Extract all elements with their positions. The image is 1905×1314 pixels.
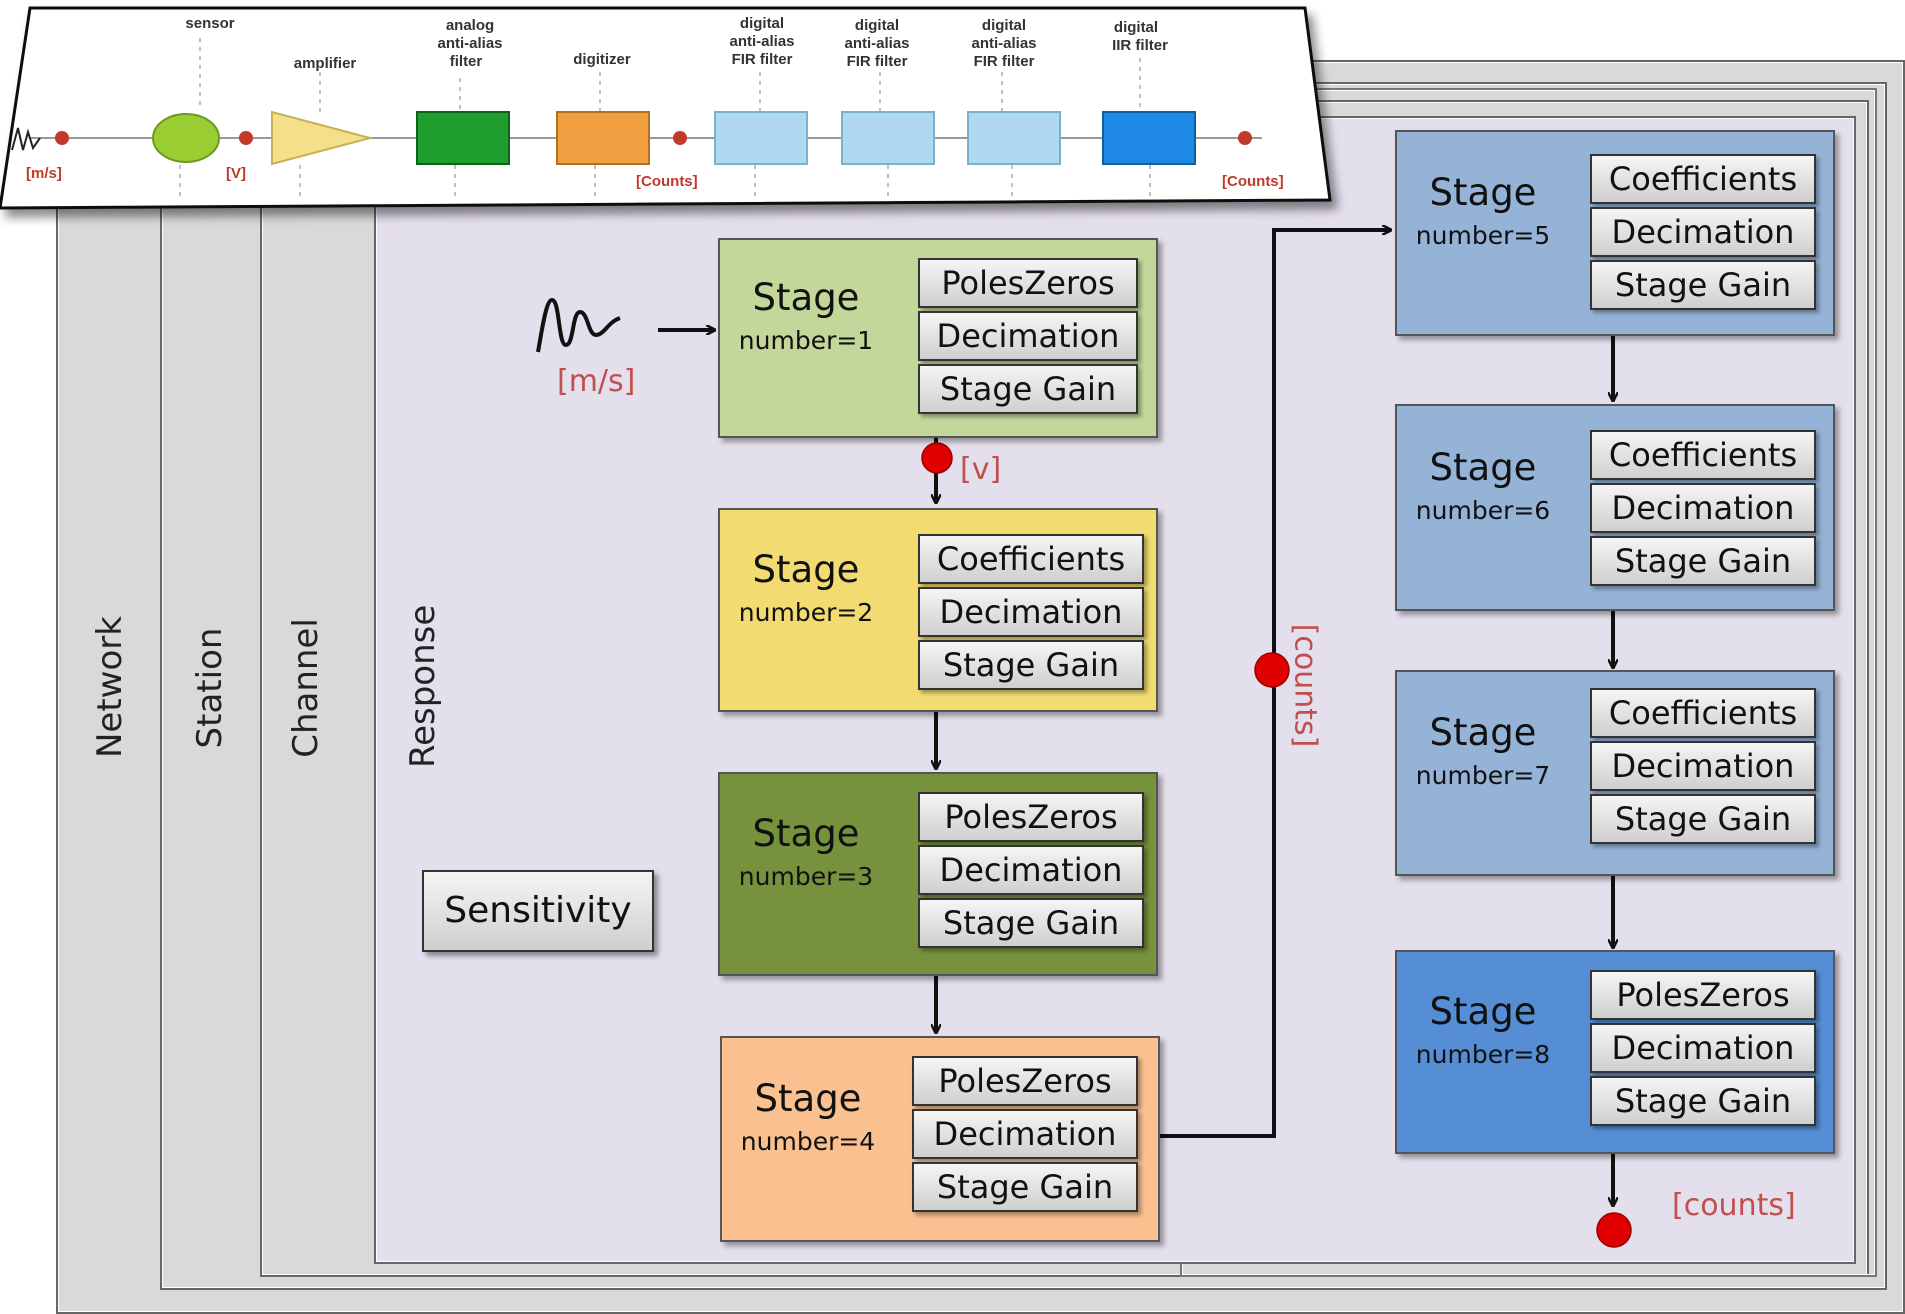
stage-3-stage-gain-block: Stage Gain xyxy=(918,898,1144,948)
stage-7-coefficients-block: Coefficients xyxy=(1590,688,1816,738)
stage-8-stage-gain-block: Stage Gain xyxy=(1590,1076,1816,1126)
node-counts-digitizer xyxy=(1254,652,1290,688)
input-waveform-icon xyxy=(536,297,621,353)
stage-2-title: Stage xyxy=(752,548,860,591)
unit-input: [m/s] xyxy=(557,364,636,399)
stage-3-decimation-block: Decimation xyxy=(918,845,1144,895)
pipeline-label-fir1-3: FIR filter xyxy=(732,51,793,68)
stage-1-stage-gain-block: Stage Gain xyxy=(918,364,1138,414)
pipeline-label-fir2-2: anti-alias xyxy=(844,35,909,52)
pipeline-label-analog-3: filter xyxy=(450,53,483,70)
stage-7-stage-gain-block: Stage Gain xyxy=(1590,794,1816,844)
stage-6-decimation-block: Decimation xyxy=(1590,483,1816,533)
stage-2-number: number=2 xyxy=(738,598,874,627)
stage-5-decimation-block: Decimation xyxy=(1590,207,1816,257)
pipeline-node-volts xyxy=(239,131,253,145)
stage-8-number: number=8 xyxy=(1415,1040,1551,1069)
pipeline-iir xyxy=(1102,111,1196,165)
stage-4-poleszeros-block: PolesZeros xyxy=(912,1056,1138,1106)
stage-2-coefficients-block: Coefficients xyxy=(918,534,1144,584)
pipeline-label-fir2-3: FIR filter xyxy=(847,53,908,70)
stage-4-title: Stage xyxy=(754,1077,862,1120)
stage-5-coefficients-block: Coefficients xyxy=(1590,154,1816,204)
stage-7-decimation-block: Decimation xyxy=(1590,741,1816,791)
stage-5-title: Stage xyxy=(1429,171,1537,214)
instrument-pipeline-banner: sensor amplifier analog anti-alias filte… xyxy=(0,6,1332,210)
pipeline-node-counts1 xyxy=(673,131,687,145)
pipeline-wave-icon xyxy=(11,127,41,151)
stage-3-number: number=3 xyxy=(738,862,874,891)
pipeline-fir3 xyxy=(967,111,1061,165)
pipeline-label-analog-2: anti-alias xyxy=(437,35,502,52)
stage-5-stage-gain-block: Stage Gain xyxy=(1590,260,1816,310)
stage-2-decimation-block: Decimation xyxy=(918,587,1144,637)
stage-1-number: number=1 xyxy=(738,326,874,355)
pipeline-label-fir1-2: anti-alias xyxy=(729,33,794,50)
pipeline-node-counts2 xyxy=(1238,131,1252,145)
pipeline-node-input xyxy=(55,131,69,145)
stage-6-title: Stage xyxy=(1429,445,1537,489)
stage-3-poleszeros-block: PolesZeros xyxy=(918,792,1144,842)
pipeline-label-amplifier: amplifier xyxy=(294,55,357,72)
stage-7-number: number=7 xyxy=(1415,761,1551,790)
pipeline-label-digitizer: digitizer xyxy=(573,51,631,68)
pipeline-label-fir1-1: digital xyxy=(740,15,784,32)
pipeline-label-iir-2: IIR filter xyxy=(1112,37,1168,54)
stage-2-stage-gain-block: Stage Gain xyxy=(918,640,1144,690)
unit-volts: [v] xyxy=(960,452,1002,487)
pipeline-label-fir3-3: FIR filter xyxy=(974,53,1035,70)
stage-6-coefficients-block: Coefficients xyxy=(1590,430,1816,480)
stage-1-title: Stage xyxy=(752,276,860,319)
stage-8-title: Stage xyxy=(1429,990,1537,1033)
stage-8-poleszeros-block: PolesZeros xyxy=(1590,970,1816,1020)
pipeline-digitizer xyxy=(556,111,650,165)
pipeline-fir2 xyxy=(841,111,935,165)
pipeline-unit-counts1: [Counts] xyxy=(636,173,698,190)
pipeline-label-fir3-2: anti-alias xyxy=(971,35,1036,52)
pipeline-label-iir-1: digital xyxy=(1114,19,1158,36)
pipeline-analog-filter xyxy=(416,111,510,165)
unit-counts-out: [counts] xyxy=(1672,1188,1796,1223)
pipeline-unit-volts: [V] xyxy=(226,165,246,182)
sensitivity-box: Sensitivity xyxy=(422,870,654,952)
pipeline-fir1 xyxy=(714,111,808,165)
pipeline-amplifier xyxy=(271,110,374,166)
pipeline-sensor xyxy=(152,113,220,163)
unit-counts-digitizer: [counts] xyxy=(1287,623,1323,748)
stage-8-decimation-block: Decimation xyxy=(1590,1023,1816,1073)
stage-3-title: Stage xyxy=(752,812,860,855)
stage-4-stage-gain-block: Stage Gain xyxy=(912,1162,1138,1212)
pipeline-label-analog-1: analog xyxy=(446,17,494,34)
pipeline-label-fir3-1: digital xyxy=(982,17,1026,34)
stage-4-decimation-block: Decimation xyxy=(912,1109,1138,1159)
pipeline-unit-counts2: [Counts] xyxy=(1222,173,1284,190)
pipeline-unit-input: [m/s] xyxy=(26,165,62,182)
stage-5-number: number=5 xyxy=(1415,221,1551,250)
node-counts-out xyxy=(1596,1212,1632,1248)
pipeline-label-fir2-1: digital xyxy=(855,17,899,34)
stage-7-title: Stage xyxy=(1429,711,1537,754)
stage-6-stage-gain-block: Stage Gain xyxy=(1590,536,1816,586)
stage-6-number: number=6 xyxy=(1415,495,1551,525)
stage-1-poleszeros-block: PolesZeros xyxy=(918,258,1138,308)
stage-4-number: number=4 xyxy=(740,1127,876,1156)
stage-1-decimation-block: Decimation xyxy=(918,311,1138,361)
node-volts xyxy=(921,442,953,474)
pipeline-label-sensor: sensor xyxy=(185,15,234,32)
